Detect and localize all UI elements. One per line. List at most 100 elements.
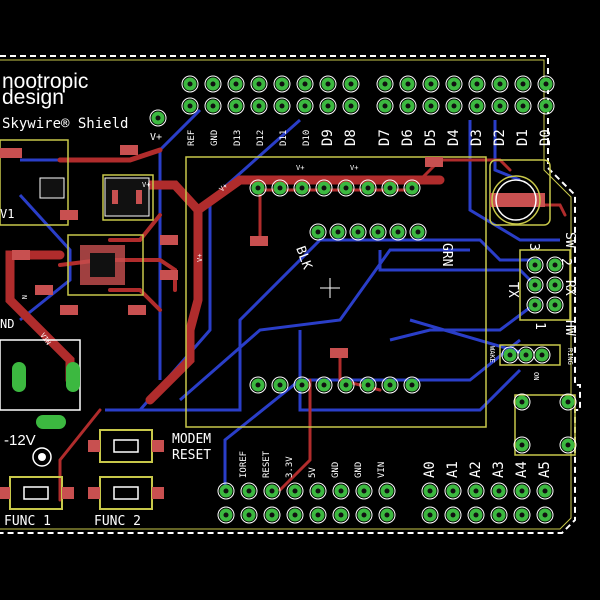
- digital-bottom-pad: [491, 97, 509, 115]
- digital-header-label: D1: [515, 129, 531, 146]
- modem-upper-pad: [403, 179, 421, 197]
- label-ring: RING: [566, 348, 574, 365]
- analog-top-pad: [536, 482, 554, 500]
- label-trace-vplus-4: V+: [196, 254, 204, 262]
- label-rx: RX: [562, 280, 577, 296]
- analog-header-label: A4: [514, 461, 530, 478]
- modem-upper-pad: [359, 179, 377, 197]
- label-reset: RESET: [172, 448, 211, 463]
- analog-header-label: A3: [491, 461, 507, 478]
- modem-mid-pad: [349, 223, 367, 241]
- analog-bottom-pad: [513, 506, 531, 524]
- power-bottom-pad: [309, 506, 327, 524]
- label-on: ON: [532, 372, 540, 380]
- analog-top-pad: [467, 482, 485, 500]
- power-top-pad: [309, 482, 327, 500]
- modem-upper-pad: [337, 179, 355, 197]
- modem-upper-pad: [249, 179, 267, 197]
- jumper-pad: [546, 296, 564, 314]
- wake-header-pad: [533, 346, 551, 364]
- digital-top-pad: [296, 75, 314, 93]
- product-name: Skywire® Shield: [2, 116, 128, 132]
- digital-top-pad: [514, 75, 532, 93]
- board-outline-inner: [0, 59, 572, 530]
- power-header-label: GND: [354, 462, 364, 478]
- button-pad: [513, 393, 531, 411]
- power-bottom-pad: [217, 506, 235, 524]
- jumper-pad: [526, 256, 544, 274]
- power-bottom-pad: [263, 506, 281, 524]
- jumper-pad: [546, 276, 564, 294]
- digital-header-label: D8: [343, 129, 359, 146]
- modem-mid-pad: [329, 223, 347, 241]
- terminal-block: [0, 339, 81, 467]
- analog-header-label: A2: [468, 461, 484, 478]
- label-edge-v1: V1: [0, 207, 14, 221]
- modem-lower-pad: [271, 376, 289, 394]
- label-func2: FUNC 2: [94, 514, 141, 529]
- digital-top-pad: [468, 75, 486, 93]
- label-edge-nd: ND: [0, 317, 14, 331]
- analog-bottom-pad: [444, 506, 462, 524]
- analog-top-pad: [490, 482, 508, 500]
- label-trace-vplus-1: V+: [296, 164, 304, 172]
- modem-upper-pad: [293, 179, 311, 197]
- label-rx-num: 2: [558, 258, 573, 266]
- label-tx: TX: [505, 282, 520, 298]
- button-pad: [559, 436, 577, 454]
- modem-mid-pad: [409, 223, 427, 241]
- power-top-pad: [355, 482, 373, 500]
- digital-header-label: REF: [187, 130, 197, 146]
- digital-header-label: D13: [233, 130, 243, 146]
- digital-bottom-pad: [445, 97, 463, 115]
- digital-bottom-pad: [422, 97, 440, 115]
- modem-lower-pad: [293, 376, 311, 394]
- power-bottom-pad: [378, 506, 396, 524]
- digital-bottom-pad: [273, 97, 291, 115]
- modem-lower-pad: [381, 376, 399, 394]
- digital-bottom-pad: [227, 97, 245, 115]
- jumper-pad: [526, 296, 544, 314]
- modem-lower-pad: [249, 376, 267, 394]
- digital-top-pad: [273, 75, 291, 93]
- power-top-pad: [286, 482, 304, 500]
- power-bottom-pad: [332, 506, 350, 524]
- modem-reset-button[interactable]: [88, 429, 164, 463]
- analog-top-pad: [444, 482, 462, 500]
- digital-header-label: D2: [492, 129, 508, 146]
- analog-header-label: A1: [445, 461, 461, 478]
- modem-upper-pad: [315, 179, 333, 197]
- power-bottom-pad: [355, 506, 373, 524]
- digital-header-label: GND: [210, 130, 220, 146]
- label-trace-vplus-2: V+: [350, 164, 358, 172]
- modem-lower-pad: [403, 376, 421, 394]
- fiducial-crosshair: [320, 278, 340, 298]
- digital-top-pad: [537, 75, 555, 93]
- label-func1: FUNC 1: [4, 514, 51, 529]
- analog-top-pad: [421, 482, 439, 500]
- brand-line1: nootropic: [2, 70, 88, 93]
- func2-button[interactable]: [88, 476, 164, 510]
- analog-bottom-pad: [467, 506, 485, 524]
- digital-top-pad: [399, 75, 417, 93]
- analog-top-pad: [513, 482, 531, 500]
- brand-line2: design: [2, 86, 64, 109]
- power-top-pad: [217, 482, 235, 500]
- jumper-pad: [546, 256, 564, 274]
- digital-top-pad: [250, 75, 268, 93]
- digital-bottom-pad: [342, 97, 360, 115]
- digital-header-label: D6: [400, 129, 416, 146]
- label-hw: HW: [562, 320, 577, 336]
- power-header-label: IOREF: [239, 451, 249, 478]
- power-header-label: RESET: [262, 450, 272, 478]
- digital-bottom-pad: [296, 97, 314, 115]
- power-header-label: 3.3V: [285, 456, 295, 478]
- power-top-pad: [240, 482, 258, 500]
- label-trace-vplus-5: V+: [218, 182, 230, 194]
- digital-top-pad: [376, 75, 394, 93]
- button-pad: [513, 436, 531, 454]
- func1-button[interactable]: [0, 476, 74, 510]
- digital-header-label: D3: [469, 129, 485, 146]
- board-outline: [0, 55, 581, 534]
